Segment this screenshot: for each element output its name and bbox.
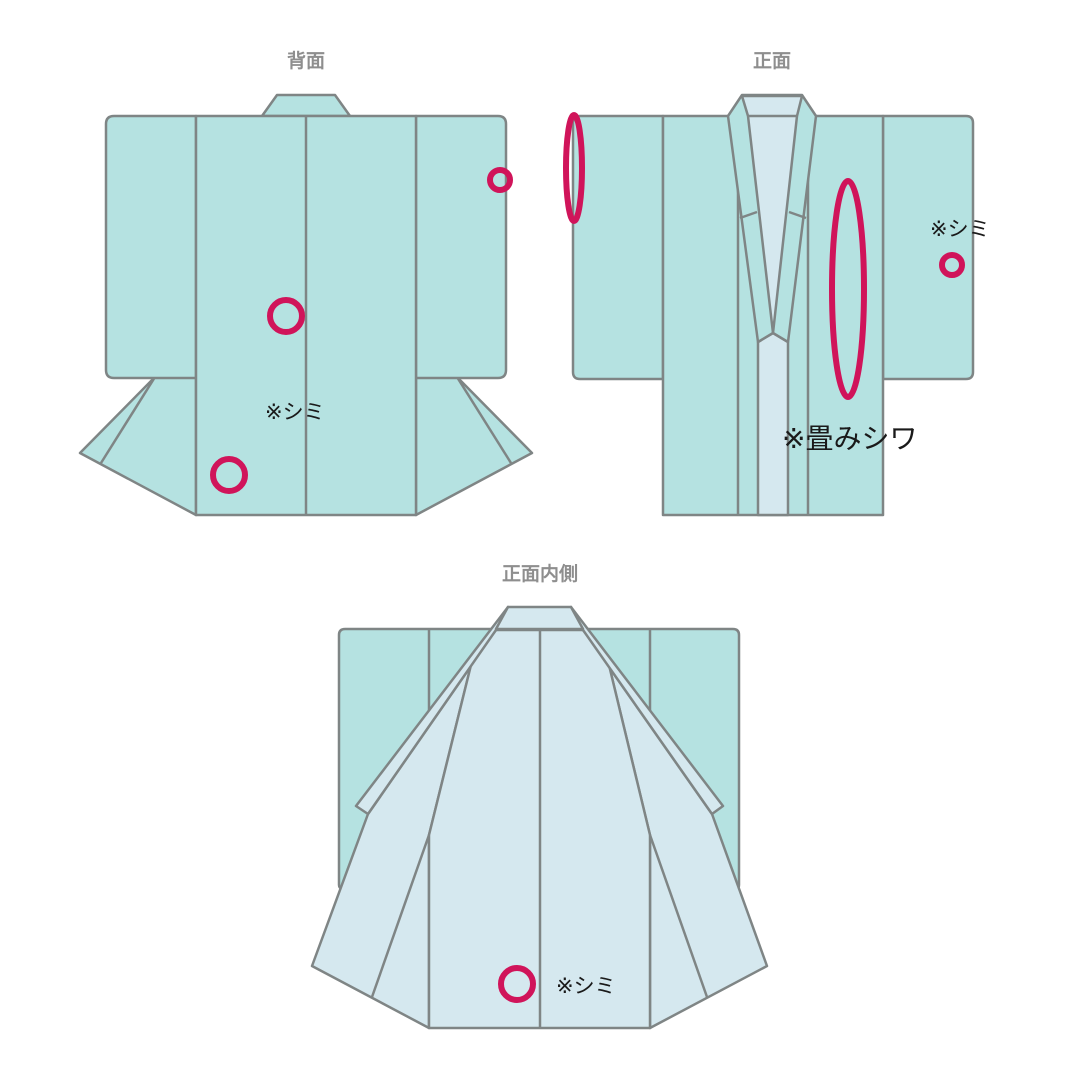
back-view-title: 背面 <box>286 50 325 72</box>
fold-mark-front-sleeve-edge <box>563 112 585 224</box>
front-inner-view-kimono <box>310 605 769 1030</box>
stain-mark-back-sleeve <box>487 167 513 193</box>
stain-note-back: ※シミ <box>265 400 325 424</box>
front-inner-view-title: 正面内側 <box>501 563 578 585</box>
back-left-skirt <box>78 375 198 517</box>
fold-wrinkle-note-front: ※畳みシワ <box>782 422 918 455</box>
back-right-skirt <box>414 375 534 517</box>
inner-neck <box>494 605 585 631</box>
stain-mark-front-inner <box>498 965 536 1003</box>
stain-mark-front-sleeve <box>939 252 965 278</box>
back-left-sleeve <box>104 114 198 380</box>
stain-note-front: ※シミ <box>930 217 990 241</box>
stain-mark-back-hem <box>210 456 248 494</box>
fold-wrinkle-mark-front <box>829 178 867 400</box>
stain-note-front-inner: ※シミ <box>556 974 616 998</box>
back-view-kimono <box>78 93 534 517</box>
back-collar <box>260 93 352 118</box>
front-view-title: 正面 <box>752 50 791 72</box>
front-view-kimono <box>571 93 975 517</box>
front-right-sleeve <box>881 114 975 381</box>
back-right-sleeve <box>414 114 508 380</box>
stain-mark-back-center <box>267 297 305 335</box>
front-left-sleeve <box>571 114 665 381</box>
